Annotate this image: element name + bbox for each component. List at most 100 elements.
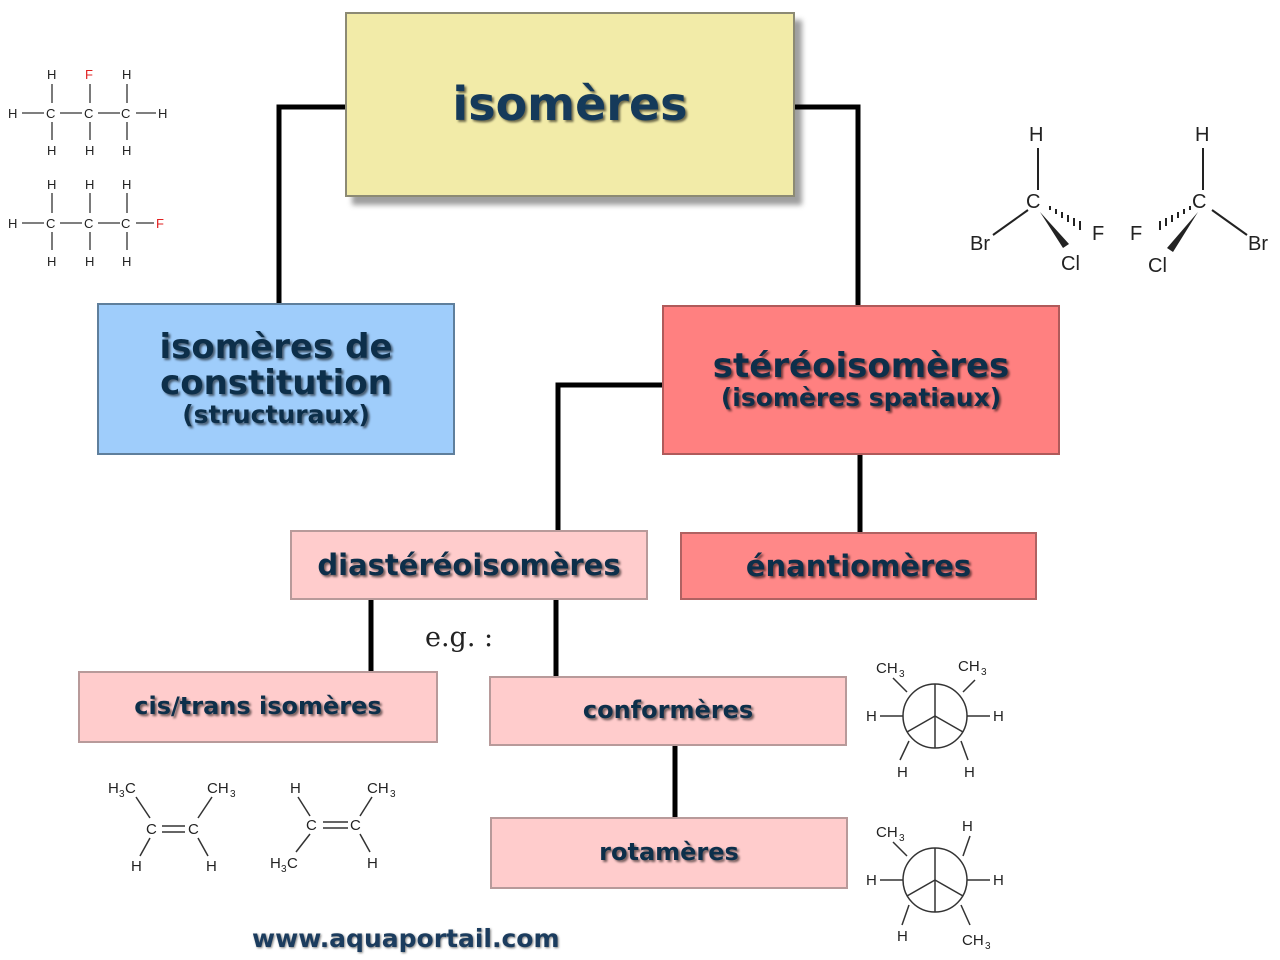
- node-conformers: conformères: [489, 676, 847, 746]
- svg-text:F: F: [156, 216, 164, 231]
- svg-text:C: C: [84, 106, 93, 121]
- svg-text:H: H: [8, 216, 17, 231]
- svg-text:C: C: [1192, 191, 1206, 213]
- svg-text:H: H: [47, 254, 56, 269]
- svg-text:C: C: [1026, 191, 1040, 213]
- svg-text:H: H: [131, 858, 142, 875]
- node-cistrans-label: cis/trans isomères: [134, 692, 382, 721]
- svg-text:3: 3: [230, 789, 236, 800]
- svg-text:3: 3: [981, 667, 987, 678]
- svg-text:CH: CH: [367, 780, 389, 797]
- svg-text:H: H: [8, 106, 17, 121]
- svg-text:CH: CH: [876, 824, 898, 841]
- svg-text:F: F: [1092, 223, 1104, 245]
- svg-text:H: H: [47, 177, 56, 192]
- molecule-enantiomer-right: H C F Br Cl: [1130, 124, 1268, 277]
- svg-text:F: F: [1130, 223, 1142, 245]
- molecule-1-fluoropropane: H C C C F H H H H H H: [8, 177, 164, 269]
- svg-text:3: 3: [119, 789, 125, 800]
- svg-text:C: C: [121, 216, 130, 231]
- svg-text:C: C: [306, 817, 317, 834]
- svg-text:CH: CH: [876, 660, 898, 677]
- svg-text:H: H: [85, 177, 94, 192]
- svg-text:H: H: [367, 855, 378, 872]
- svg-text:Br: Br: [970, 233, 990, 255]
- svg-text:3: 3: [390, 789, 396, 800]
- svg-text:C: C: [188, 821, 199, 838]
- svg-text:H: H: [122, 254, 131, 269]
- svg-text:H: H: [122, 67, 131, 82]
- svg-text:H: H: [85, 254, 94, 269]
- node-rotamers: rotamères: [490, 817, 848, 889]
- svg-text:H: H: [964, 764, 975, 781]
- svg-text:F: F: [85, 67, 93, 82]
- node-diastereo-label: diastéréoisomères: [317, 547, 621, 582]
- site-watermark: www.aquaportail.com: [252, 924, 560, 953]
- node-rota-label: rotamères: [599, 838, 739, 867]
- node-isomeres-label: isomères: [452, 77, 688, 132]
- svg-text:CH: CH: [207, 780, 229, 797]
- svg-text:Cl: Cl: [1148, 255, 1167, 277]
- connector-stereo-diastereo: [555, 382, 662, 530]
- svg-text:CH: CH: [958, 658, 980, 675]
- svg-text:H: H: [270, 855, 281, 872]
- svg-text:H: H: [47, 143, 56, 158]
- node-constitution-line2: constitution: [160, 362, 392, 403]
- svg-text:C: C: [121, 106, 130, 121]
- svg-text:H: H: [897, 764, 908, 781]
- connector-root-stereo: [795, 104, 861, 305]
- svg-text:C: C: [46, 216, 55, 231]
- svg-text:Cl: Cl: [1061, 253, 1080, 275]
- svg-text:H: H: [122, 143, 131, 158]
- node-cis-trans-isomers: cis/trans isomères: [78, 671, 438, 743]
- svg-text:H: H: [993, 872, 1004, 889]
- svg-text:C: C: [46, 106, 55, 121]
- svg-text:H: H: [897, 928, 908, 945]
- node-constitution-line3: (structuraux): [182, 399, 370, 429]
- svg-text:C: C: [84, 216, 93, 231]
- svg-text:C: C: [146, 821, 157, 838]
- svg-text:H: H: [1029, 124, 1043, 146]
- svg-text:H: H: [962, 818, 973, 835]
- node-constitution-isomers: isomères de constitution (structuraux): [97, 303, 455, 455]
- node-diastereoisomers: diastéréoisomères: [290, 530, 648, 600]
- svg-text:H: H: [866, 708, 877, 725]
- connector-root-constitution: [276, 104, 345, 303]
- svg-text:H: H: [1195, 124, 1209, 146]
- node-enantiomers: énantiomères: [680, 532, 1037, 600]
- node-conform-label: conformères: [582, 696, 754, 725]
- svg-text:H: H: [85, 143, 94, 158]
- svg-text:C: C: [350, 817, 361, 834]
- node-stereo-line1: stéréoisomères: [712, 346, 1010, 387]
- node-isomeres: isomères: [345, 12, 795, 197]
- svg-text:H: H: [206, 858, 217, 875]
- svg-text:3: 3: [985, 941, 991, 952]
- svg-text:3: 3: [899, 669, 905, 680]
- svg-text:C: C: [125, 780, 136, 797]
- svg-text:Br: Br: [1248, 233, 1268, 255]
- molecule-2-fluoropropane: H H C C C H F H H H H: [8, 67, 167, 158]
- node-enantio-label: énantiomères: [745, 548, 972, 583]
- svg-text:H: H: [158, 106, 167, 121]
- svg-text:3: 3: [281, 864, 287, 875]
- svg-text:3: 3: [899, 833, 905, 844]
- svg-text:CH: CH: [962, 932, 984, 949]
- svg-text:H: H: [122, 177, 131, 192]
- svg-text:H: H: [108, 780, 119, 797]
- svg-text:H: H: [47, 67, 56, 82]
- svg-text:H: H: [993, 708, 1004, 725]
- svg-text:H: H: [866, 872, 877, 889]
- node-stereoisomers: stéréoisomères (isomères spatiaux): [662, 305, 1060, 455]
- svg-text:H: H: [290, 780, 301, 797]
- molecule-enantiomer-left: H C Br F Cl: [970, 124, 1104, 275]
- example-annotation: e.g. :: [425, 622, 494, 653]
- svg-text:C: C: [287, 855, 298, 872]
- node-stereo-line2: (isomères spatiaux): [720, 382, 1002, 412]
